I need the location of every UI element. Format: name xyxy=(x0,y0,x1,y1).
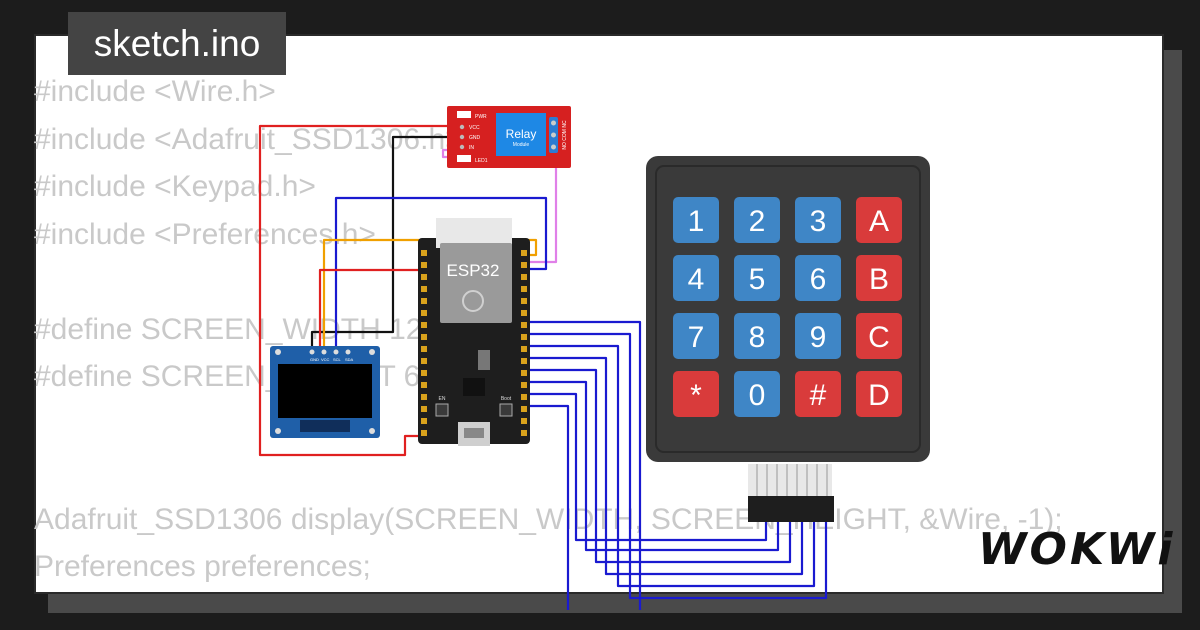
keypad-key-label: C xyxy=(868,321,890,354)
keypad-key-label: 4 xyxy=(688,263,705,296)
relay-subtitle: Module xyxy=(513,142,530,148)
relay-cube xyxy=(496,113,546,156)
keypad-key-label: 9 xyxy=(810,321,827,354)
relay-module: PWR LED1 VCC GND IN Relay Module NO COM … xyxy=(447,106,571,168)
boot-label: Boot xyxy=(501,396,512,402)
keypad-key[interactable] xyxy=(673,255,719,301)
keypad-key[interactable] xyxy=(795,197,841,243)
relay-contacts: NO COM NC xyxy=(562,120,568,150)
en-button xyxy=(435,403,449,417)
code-line: #include <Adafruit_SSD1306.h> xyxy=(34,122,463,156)
oled-display: GND VCC SCL SDA xyxy=(270,346,380,438)
keypad-key[interactable] xyxy=(856,313,902,359)
esp32-shield xyxy=(440,243,512,323)
keypad-key-label: 7 xyxy=(688,321,705,354)
keypad-key[interactable] xyxy=(673,371,719,417)
wire-black xyxy=(310,135,455,350)
relay-led-label: LED1 xyxy=(475,158,488,164)
boot-button xyxy=(499,403,513,417)
keypad-keys: 1 2 3 A 4 5 6 B 7 8 9 C * 0 # D xyxy=(673,197,902,417)
keypad-key[interactable] xyxy=(734,371,780,417)
code-line: #include <Wire.h> xyxy=(34,75,276,108)
code-line: #define SCREEN_WIDTH 128 xyxy=(34,312,440,346)
keypad-key[interactable] xyxy=(734,313,780,359)
espressif-logo-icon xyxy=(462,290,484,312)
keypad-key-label: * xyxy=(690,379,702,412)
esp32-right-pins xyxy=(521,250,527,436)
keypad-key[interactable] xyxy=(795,313,841,359)
keypad-key-label: B xyxy=(869,263,889,296)
en-label: EN xyxy=(439,396,446,402)
esp32-left-pins xyxy=(421,250,427,436)
wire-orange xyxy=(322,238,538,350)
esp32-regulator xyxy=(478,350,490,370)
relay-pin-label: GND xyxy=(469,135,481,141)
keypad-key[interactable] xyxy=(795,371,841,417)
keypad-connector-pins xyxy=(748,464,832,500)
esp32-chip xyxy=(463,378,485,396)
keypad-key-label: 8 xyxy=(749,321,766,354)
keypad-key-label: # xyxy=(810,379,827,412)
oled-pin-label: SCL xyxy=(333,357,342,362)
keypad-key[interactable] xyxy=(673,313,719,359)
keypad-key[interactable] xyxy=(856,371,902,417)
file-tab[interactable]: sketch.ino xyxy=(68,12,286,75)
oled-pin-label: VCC xyxy=(321,357,330,362)
keypad-key[interactable] xyxy=(795,255,841,301)
keypad-key-label: 3 xyxy=(810,205,827,238)
relay-pin-label: VCC xyxy=(469,125,480,131)
relay-title: Relay xyxy=(506,127,537,141)
keypad-key[interactable] xyxy=(734,255,780,301)
keypad: 1 2 3 A 4 5 6 B 7 8 9 C * 0 # D xyxy=(646,156,930,522)
keypad-key[interactable] xyxy=(856,197,902,243)
code-line: #include <Preferences.h> xyxy=(34,217,376,251)
pwr-led xyxy=(457,111,471,118)
esp32-board: ESP32 EN Boot xyxy=(418,218,530,446)
oled-pin-label: GND xyxy=(310,357,319,362)
wire-red-oled xyxy=(318,268,420,350)
oled-pin-label: SDA xyxy=(345,357,354,362)
keypad-key[interactable] xyxy=(856,255,902,301)
preview-card xyxy=(34,34,1164,594)
wire-blue-top xyxy=(334,196,548,350)
keypad-key[interactable] xyxy=(673,197,719,243)
keypad-connector xyxy=(748,496,834,522)
led1-led xyxy=(457,155,471,162)
keypad-key-label: 1 xyxy=(688,205,705,238)
keypad-key-label: 5 xyxy=(749,263,766,296)
keypad-key-label: A xyxy=(869,205,889,238)
esp32-label: ESP32 xyxy=(447,261,500,280)
keypad-key-label: D xyxy=(868,379,890,412)
relay-led-label: PWR xyxy=(475,114,487,120)
oled-screen xyxy=(278,364,372,418)
code-preview: #include <Wire.h> #include <Adafruit_SSD1… xyxy=(34,68,1063,591)
relay-pin-label: IN xyxy=(469,145,474,151)
wokwi-logo: WOKWi xyxy=(978,524,1176,575)
keypad-key-label: 2 xyxy=(749,205,766,238)
code-line: Preferences preferences; xyxy=(34,550,371,583)
code-line: Adafruit_SSD1306 display(SCREEN_WIDTH, S… xyxy=(34,502,1063,536)
code-line: #include <Keypad.h> xyxy=(34,170,316,203)
keypad-key-label: 0 xyxy=(749,379,766,412)
wire-red xyxy=(258,124,448,457)
keypad-key-label: 6 xyxy=(810,263,827,296)
keypad-key[interactable] xyxy=(734,197,780,243)
